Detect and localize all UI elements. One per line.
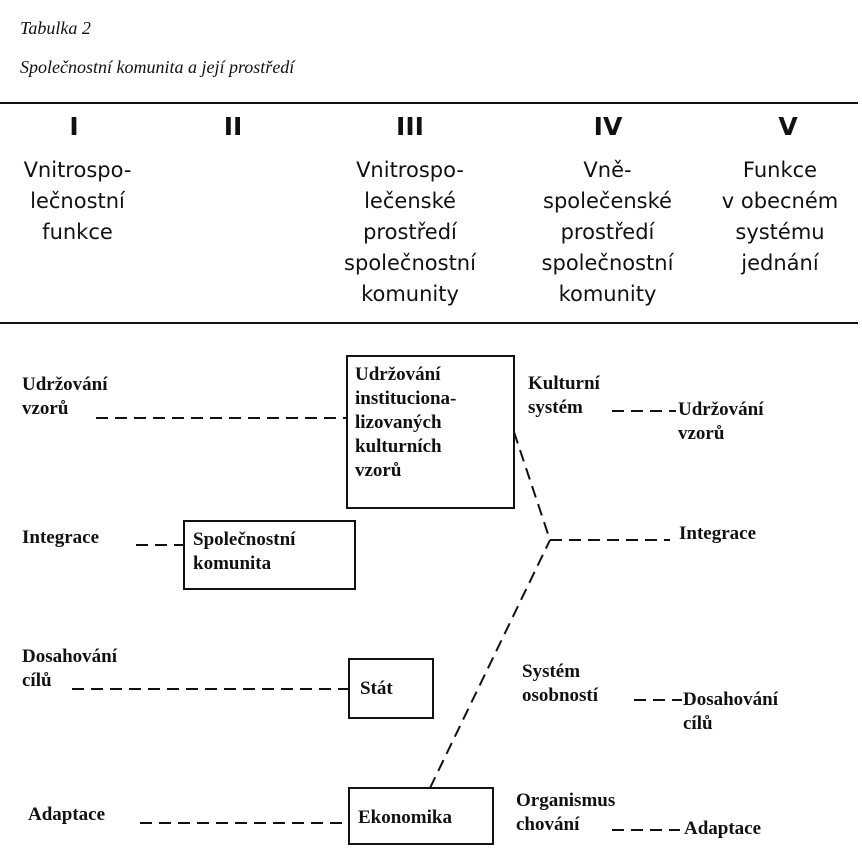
box-societal-community: Společnostní komunita: [183, 520, 356, 590]
function-pattern-maintenance: Udržování vzorů: [22, 374, 108, 419]
caption-label: Tabulka 2: [20, 18, 91, 38]
external-personality-system: Systém osobností: [522, 661, 599, 706]
action-function-integration: Integrace: [679, 523, 757, 544]
function-integration: Integrace: [22, 527, 100, 548]
function-goal-attainment: Dosahování cílů: [22, 646, 118, 691]
column-number-2: II: [223, 112, 243, 141]
connector-box-to-apex: [513, 431, 551, 541]
column-number-5: V: [778, 112, 798, 141]
action-function-adaptation: Adaptace: [684, 818, 762, 839]
box-cultural-patterns: Udržování instituciona- lizovaných kultu…: [346, 355, 515, 509]
column-number-4: IV: [593, 112, 623, 141]
column-heading-3: Vnitrospo- lečenské prostředí společnost…: [344, 158, 476, 306]
external-cultural-system: Kulturní systém: [528, 373, 600, 418]
box-economy: Ekonomika: [348, 787, 494, 845]
column-heading-4: Vně- společenské prostředí společnostní …: [541, 158, 674, 306]
header-bottom-rule: [0, 322, 858, 324]
action-function-pattern-maintenance: Udržování vzorů: [678, 399, 764, 444]
box-state: Stát: [348, 658, 434, 719]
caption-title: Společnostní komunita a její prostředí: [20, 57, 295, 77]
action-function-goal-attainment: Dosahování cílů: [683, 689, 779, 734]
column-heading-5: Funkce v obecném systému jednání: [721, 158, 839, 275]
external-behavioral-organism: Organismus chování: [516, 790, 616, 835]
column-number-3: III: [396, 112, 424, 141]
connector-economy-to-apex: [429, 539, 551, 789]
column-number-1: I: [69, 112, 79, 141]
column-heading-1: Vnitrospo- lečnostní funkce: [23, 158, 132, 244]
function-adaptation: Adaptace: [28, 804, 106, 825]
header-top-rule: [0, 102, 858, 104]
